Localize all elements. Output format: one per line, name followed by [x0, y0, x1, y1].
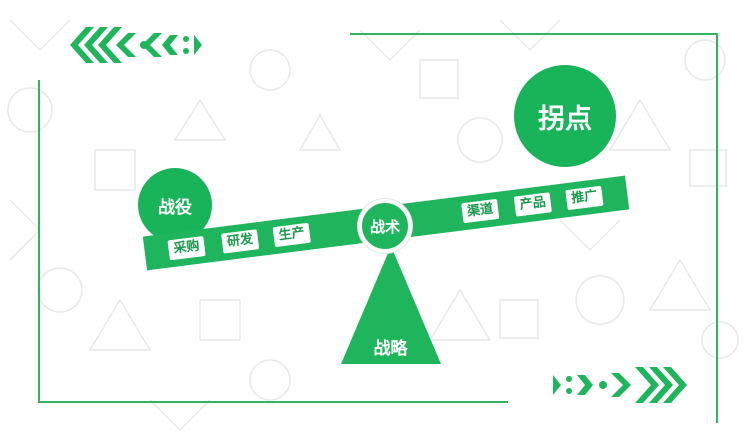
pivot-circle: 战术 — [358, 199, 412, 253]
chevron-arrows-icon — [553, 367, 687, 403]
tag-product: 产品 — [513, 192, 552, 217]
strategy-label: 战略 — [373, 339, 408, 359]
frame-left-line — [38, 80, 40, 402]
tag-channel: 渠道 — [461, 198, 500, 224]
inflection-point-circle: 拐点 — [514, 65, 616, 167]
frame-right-line — [716, 33, 718, 423]
tag-rnd: 研发 — [221, 229, 260, 254]
frame-bottom-line — [38, 401, 508, 403]
inflection-point-label: 拐点 — [538, 103, 592, 135]
tag-promotion: 推广 — [565, 185, 604, 211]
tag-procurement: 采购 — [167, 236, 206, 261]
chevron-arrows-icon — [70, 27, 202, 63]
campaign-label: 战役 — [158, 197, 192, 218]
fulcrum-triangle — [341, 246, 441, 364]
frame-top-line — [350, 33, 718, 35]
tactics-label: 战术 — [369, 217, 400, 236]
tag-production: 生产 — [272, 222, 311, 248]
